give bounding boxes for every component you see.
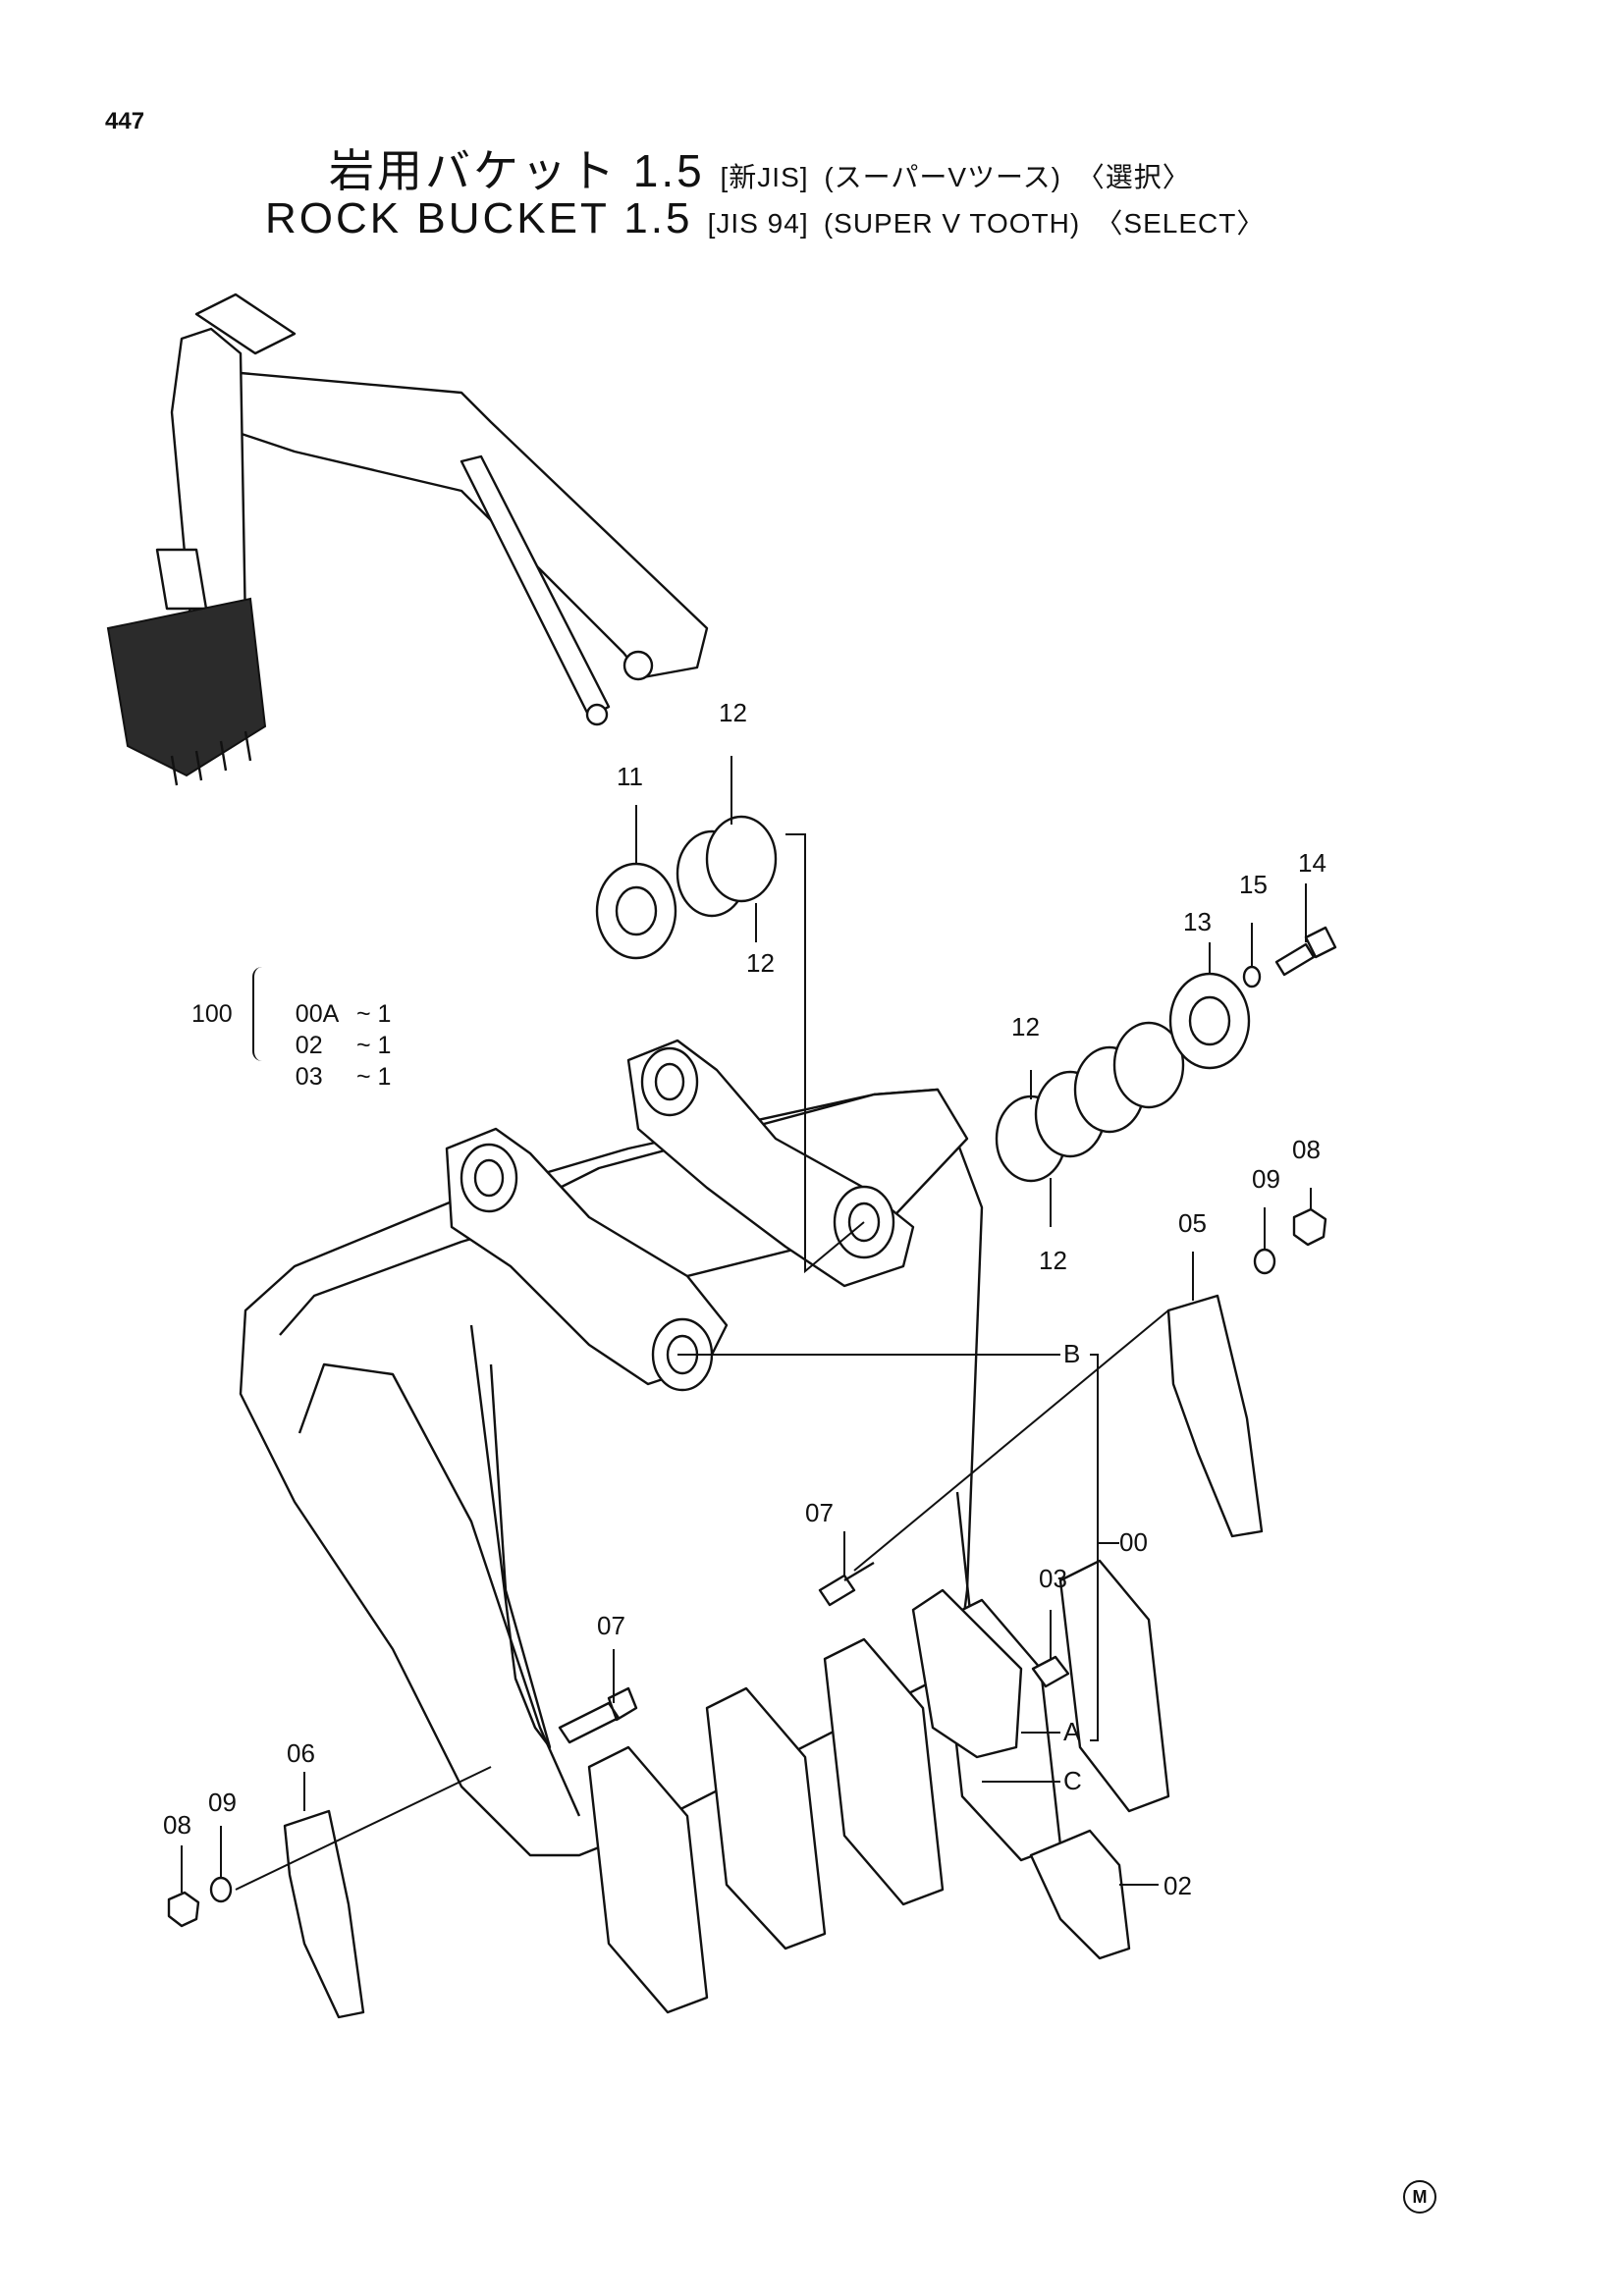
callout-08-left: 08 xyxy=(163,1810,191,1840)
callout-ref-b: B xyxy=(1063,1339,1080,1368)
boss-front-upper-hole xyxy=(654,1062,685,1101)
side-cutter-06 xyxy=(283,1809,365,2019)
callout-12-lower-top: 12 xyxy=(1011,1012,1040,1041)
set-row-qty: ~ 1 xyxy=(356,1032,392,1059)
tooth xyxy=(823,1637,945,1906)
bolt-14 xyxy=(1274,942,1316,977)
leader-lines xyxy=(181,756,1312,1893)
side-cutter-05 xyxy=(1166,1294,1264,1538)
callout-09-left: 09 xyxy=(208,1788,237,1817)
bucket-side-plate-left xyxy=(469,1324,552,1749)
page-number: 447 xyxy=(105,108,145,134)
callout-05: 05 xyxy=(1178,1208,1207,1238)
bucket-link xyxy=(155,548,208,611)
nut-08-right xyxy=(1292,1207,1327,1247)
bolt-07-lower xyxy=(558,1686,638,1744)
callout-12-lower-bottom: 12 xyxy=(1039,1246,1067,1275)
title-en-option: 〈SELECT〉 xyxy=(1095,208,1266,239)
shim-12-upper-b xyxy=(705,815,778,903)
title-en-spec: [JIS 94] xyxy=(707,208,809,239)
callout-13: 13 xyxy=(1183,907,1212,936)
set-brace xyxy=(252,967,264,1061)
set-row-part: 00A xyxy=(295,1000,340,1028)
callout-07-lower: 07 xyxy=(597,1611,625,1640)
callout-00: 00 xyxy=(1119,1527,1148,1557)
shim-12-lower-d xyxy=(1112,1021,1185,1109)
title-jp-main: 岩用バケット 1.5 xyxy=(329,145,705,196)
callout-15: 15 xyxy=(1239,870,1268,899)
lock-pin-03 xyxy=(1031,1655,1070,1688)
tooth-adapter-corner xyxy=(911,1588,1023,1759)
callout-14: 14 xyxy=(1298,848,1326,878)
callout-12-upper-bottom: 12 xyxy=(746,948,775,978)
tooth xyxy=(705,1686,827,1950)
dust-seal-11-bore xyxy=(615,885,658,936)
title-japanese: 岩用バケット 1.5 [新JIS] (スーパーVツース) 〈選択〉 xyxy=(329,135,1191,200)
excavator-locator-sketch xyxy=(106,293,709,786)
bolt-07-upper xyxy=(818,1561,875,1607)
boom xyxy=(209,371,709,679)
bucket-teeth-small xyxy=(170,730,252,786)
callout-ref-a: A xyxy=(1063,1717,1081,1746)
nut-08-left xyxy=(167,1891,200,1928)
bracket-rear xyxy=(445,1127,729,1386)
tooth-02-exploded xyxy=(1029,1829,1131,1960)
cylinder-pin xyxy=(585,703,609,726)
plate-13-bore xyxy=(1188,995,1231,1046)
installed-teeth xyxy=(587,1559,1170,2014)
washer-09-left xyxy=(209,1876,233,1903)
title-en-tooth: (SUPER V TOOTH) xyxy=(823,208,1081,239)
exploded-parts xyxy=(167,815,1337,2019)
callout-11: 11 xyxy=(617,762,643,791)
callout-labels: 00 02 03 05 06 07 07 08 08 09 09 11 12 1… xyxy=(163,698,1326,1900)
set-row-qty: ~ 1 xyxy=(356,1000,392,1028)
title-english: ROCK BUCKET 1.5 [JIS 94] (SUPER V TOOTH)… xyxy=(265,194,1265,243)
boom-pin xyxy=(622,650,654,681)
bucket-shaded xyxy=(106,597,267,777)
set-row: 02 ~ 1 xyxy=(268,998,392,1093)
title-jp-spec: [新JIS] xyxy=(720,162,809,192)
set-row-qty: ~ 1 xyxy=(356,1063,392,1091)
callout-02: 02 xyxy=(1163,1871,1192,1900)
set-row: 00A ~ 1 xyxy=(268,967,392,1061)
title-jp-option: 〈選択〉 xyxy=(1076,162,1191,192)
boss-rear-upper-hole xyxy=(473,1158,505,1198)
set-total-part: 100 xyxy=(191,1000,233,1028)
callout-06: 06 xyxy=(287,1738,315,1768)
set-row-part: 03 xyxy=(295,1063,323,1091)
tooth xyxy=(1058,1559,1170,1813)
tooth xyxy=(587,1745,709,2014)
set-row-part: 02 xyxy=(295,1032,323,1059)
maker-mark-circled: M xyxy=(1403,2180,1436,2214)
title-jp-tooth: (スーパーVツース) xyxy=(824,162,1061,192)
set-row: 03 ~ 1 xyxy=(268,1030,392,1124)
washer-15 xyxy=(1242,965,1262,988)
arm-cylinder xyxy=(194,293,297,355)
callout-09-right: 09 xyxy=(1252,1164,1280,1194)
callout-07-upper: 07 xyxy=(805,1498,834,1527)
bolt-14-head xyxy=(1304,926,1337,959)
callout-08-right: 08 xyxy=(1292,1135,1321,1164)
washer-09-right xyxy=(1253,1248,1276,1275)
callout-03: 03 xyxy=(1039,1564,1067,1593)
callout-ref-c: C xyxy=(1063,1766,1082,1795)
boom-cylinder xyxy=(460,454,611,719)
title-en-main: ROCK BUCKET 1.5 xyxy=(265,194,693,242)
bucket-brackets xyxy=(445,1039,915,1392)
callout-12-upper-top: 12 xyxy=(719,698,747,727)
